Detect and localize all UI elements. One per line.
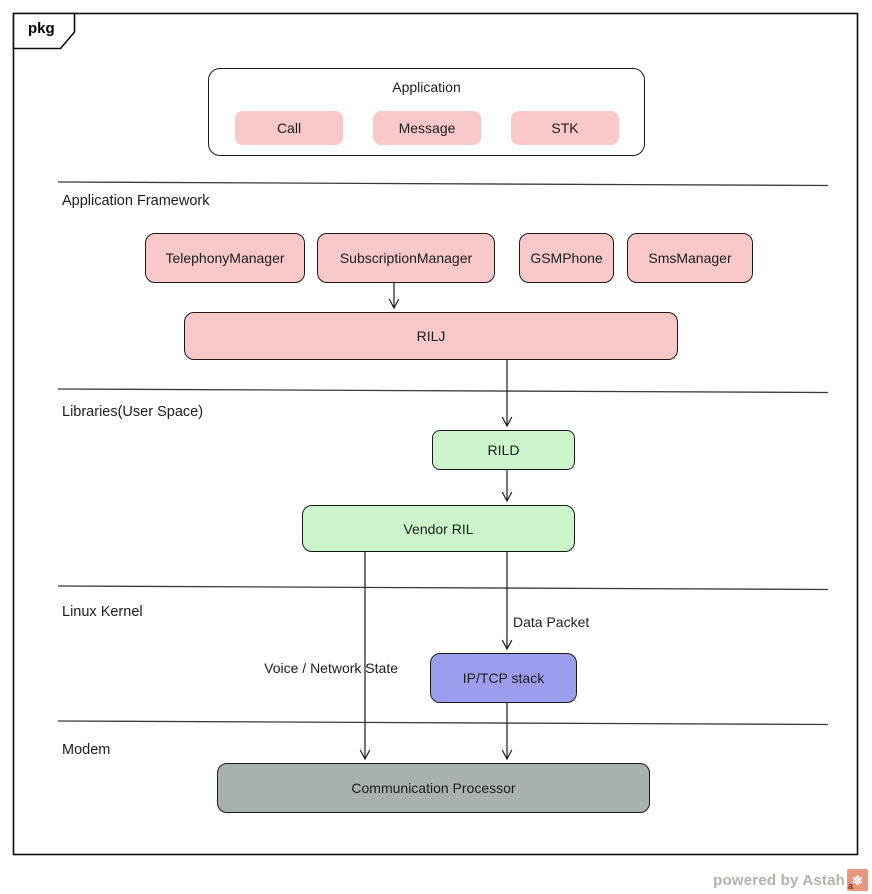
component-ip-tcp-stack-label: IP/TCP stack: [462, 670, 545, 686]
component-subscriptionmanager: SubscriptionManager: [317, 233, 495, 283]
watermark-text: powered by Astah: [713, 871, 845, 889]
component-communication-processor-label: Communication Processor: [351, 780, 516, 796]
application-package: Application Call Message STK: [208, 68, 645, 156]
astah-logo-letter: a: [848, 881, 854, 891]
section-label-libraries: Libraries(User Space): [62, 404, 204, 420]
component-rilj: RILJ: [184, 312, 678, 360]
component-vendor-ril: Vendor RIL: [302, 505, 575, 552]
component-communication-processor: Communication Processor: [217, 763, 650, 813]
component-telephonymanager: TelephonyManager: [145, 233, 305, 283]
frame-tag-label: pkg: [28, 20, 55, 37]
component-call-label: Call: [276, 120, 302, 136]
component-stk-label: STK: [551, 120, 579, 136]
astah-logo-icon: ✽ a: [847, 869, 868, 891]
component-subscriptionmanager-label: SubscriptionManager: [339, 250, 473, 266]
pkg-tab-shape: [12, 12, 76, 50]
component-rild-label: RILD: [487, 442, 520, 458]
diagram-frame-border: [12, 12, 859, 856]
section-label-linux-kernel: Linux Kernel: [62, 604, 143, 620]
component-message: Message: [373, 111, 481, 145]
component-smsmanager-label: SmsManager: [648, 250, 732, 266]
component-message-label: Message: [398, 120, 456, 136]
divider-linux-kernel: [57, 585, 829, 591]
component-smsmanager: SmsManager: [627, 233, 753, 283]
component-ip-tcp-stack: IP/TCP stack: [430, 653, 577, 703]
section-label-application-framework: Application Framework: [62, 193, 210, 209]
component-stk: STK: [511, 111, 619, 145]
divider-modem: [57, 720, 829, 726]
component-call: Call: [235, 111, 343, 145]
divider-application-framework: [57, 181, 829, 187]
watermark: powered by Astah ✽ a: [713, 869, 868, 891]
section-label-modem: Modem: [62, 742, 111, 758]
component-telephonymanager-label: TelephonyManager: [165, 250, 285, 266]
application-package-title: Application: [392, 79, 461, 95]
component-gsmphone: GSMPhone: [519, 233, 614, 283]
component-rild: RILD: [432, 430, 575, 470]
component-rilj-label: RILJ: [416, 328, 446, 344]
component-vendor-ril-label: Vendor RIL: [403, 520, 474, 537]
astah-logo-glyph: ✽: [852, 872, 863, 888]
component-gsmphone-label: GSMPhone: [530, 250, 603, 266]
divider-libraries: [57, 388, 829, 394]
edge-label-voice-network-state: Voice / Network State: [264, 660, 398, 676]
edge-label-data-packet: Data Packet: [513, 614, 590, 630]
